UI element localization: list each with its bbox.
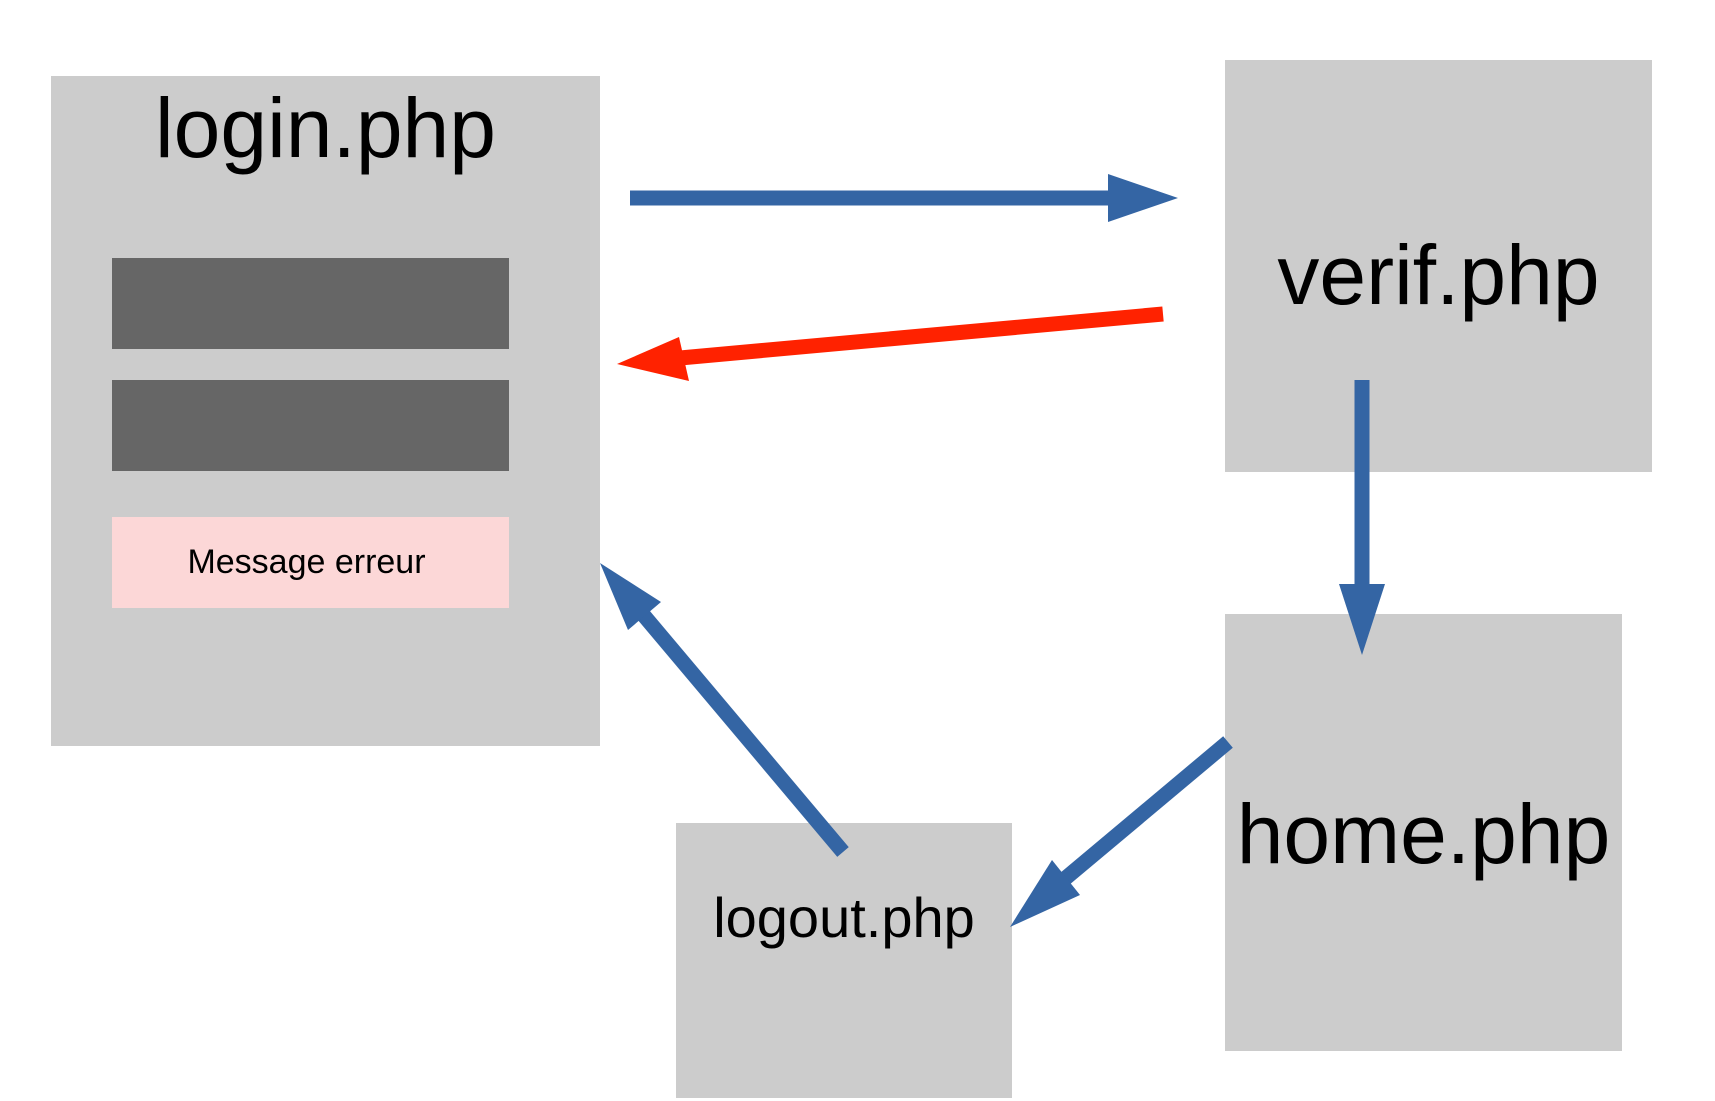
edge-login-to-verif-arrowhead: [1108, 174, 1178, 222]
edge-logout-to-login-shaft: [629, 600, 849, 857]
edge-home-to-logout: [1010, 736, 1233, 927]
edge-home-to-logout-arrowhead: [1010, 860, 1080, 927]
node-login-label: login.php: [155, 81, 496, 175]
error-message-box: Message erreur: [112, 517, 509, 608]
node-logout-label: logout.php: [713, 886, 975, 949]
edge-verif-to-login-arrowhead: [617, 337, 689, 381]
error-message-text: Message erreur: [187, 543, 426, 581]
edge-verif-to-login-shaft: [679, 306, 1164, 366]
login-input-field-1: [112, 258, 509, 349]
node-home: home.php: [1225, 614, 1622, 1051]
login-input-field-2: [112, 380, 509, 471]
edge-home-to-logout-shaft: [1050, 736, 1233, 893]
edge-login-to-verif: [630, 174, 1178, 222]
edge-logout-to-login-arrowhead: [600, 563, 661, 630]
node-logout: logout.php: [676, 823, 1012, 1098]
node-home-label: home.php: [1236, 787, 1611, 881]
edge-verif-to-login: [617, 306, 1164, 381]
node-verif-label: verif.php: [1277, 228, 1600, 322]
node-verif: verif.php: [1225, 60, 1652, 472]
edge-logout-to-login: [600, 563, 849, 857]
node-login: login.php Message erreur: [51, 76, 600, 746]
